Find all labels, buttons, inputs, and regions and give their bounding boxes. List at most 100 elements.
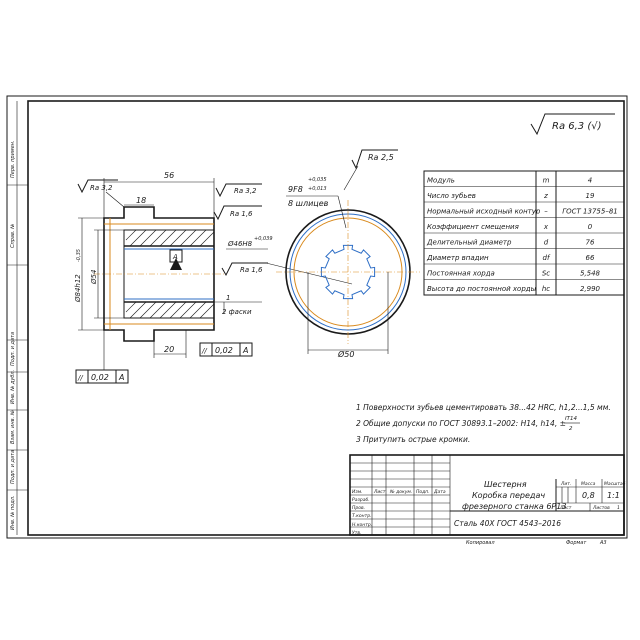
tf-right-datum: A: [242, 346, 248, 355]
tb-format: Формат: [566, 540, 587, 546]
hatch-top: [123, 229, 215, 247]
dim-outer-dia-tol: -0,35: [76, 249, 82, 262]
param-value: 76: [586, 239, 595, 247]
tolerance-frame-right: // 0,02 A: [199, 342, 253, 357]
param-value: 19: [586, 192, 595, 200]
tb-lit-head: Лит.: [560, 481, 571, 487]
tf-right-symbol: //: [201, 347, 207, 355]
param-name: Модуль: [427, 177, 455, 185]
tb-row-utv: Утв.: [352, 530, 361, 536]
outer-frame: [6, 95, 628, 539]
tb-mass: 0,8: [582, 491, 595, 500]
spline-dim: 9F8: [288, 185, 303, 194]
param-name: Высота до постоянной хорды: [427, 285, 537, 293]
tb-head-date: Дата: [433, 489, 446, 495]
spline-profile: [320, 244, 376, 300]
side-label-3: Подп. и дата: [10, 332, 16, 366]
param-symbol: –: [544, 208, 548, 216]
tb-mass-head: Масса: [581, 481, 596, 487]
param-value: ГОСТ 13755–81: [562, 208, 617, 216]
side-label-1: Перв. примен.: [10, 140, 16, 178]
dim-hub: 18: [136, 196, 146, 205]
tb-title-1: Шестерня: [484, 480, 527, 489]
param-name: Постоянная хорда: [427, 270, 495, 278]
side-strip: Перв. примен. Справ. № Подп. и дата Инв.…: [7, 101, 28, 535]
chamfer-size: 1: [226, 294, 230, 302]
note-fraction-num: IT14: [565, 416, 577, 422]
tb-material: Сталь 40Х ГОСТ 4543–2016: [454, 519, 561, 528]
tb-scale-head: Масштаб: [604, 481, 626, 487]
dim-end-diameter: Ø50: [337, 349, 354, 359]
side-label-7: Инв. № подл.: [10, 496, 16, 531]
spline-tol-upper: +0,035: [308, 177, 327, 183]
note-fraction-den: 2: [569, 426, 573, 432]
param-value: 2,990: [580, 285, 601, 293]
tb-title-3: фрезерного станка 6Р13: [462, 502, 566, 511]
roughness-top-right: Ra 1,6: [230, 210, 253, 218]
roughness-right-top: Ra 3,2: [234, 187, 257, 195]
tb-row-razrab: Разраб.: [352, 497, 370, 503]
hatch-bottom: [123, 301, 215, 319]
tb-head-list: Лист: [373, 489, 386, 495]
param-symbol: df: [543, 254, 551, 262]
side-label-5: Взам. инв. №: [10, 410, 16, 444]
roughness-bore: Ra 1,6: [240, 266, 263, 274]
tb-head-izm: Изм.: [352, 489, 363, 495]
param-name: Делительный диаметр: [426, 239, 512, 247]
tb-row-prov: Пров.: [352, 505, 365, 511]
param-symbol: x: [543, 223, 549, 231]
tb-copied: Копировал: [466, 540, 495, 546]
spline-tol-lower: +0,013: [308, 186, 327, 192]
param-value: 0: [588, 223, 593, 231]
side-label-4: Инв. № дубл.: [10, 370, 16, 404]
param-name: Коэффициент смещения: [427, 223, 519, 231]
dim-outer-dia: Ø84h12: [74, 274, 82, 303]
general-roughness-text: Ra 6,3 (√): [552, 121, 602, 132]
param-name: Нормальный исходный контур: [427, 208, 541, 216]
datum-triangle: [170, 258, 182, 270]
side-label-2: Справ. №: [10, 224, 16, 248]
side-label-6: Подп. и дата: [10, 450, 16, 484]
tb-row-tkontr: Т.контр.: [352, 513, 372, 519]
param-name: Число зубьев: [427, 192, 476, 200]
tb-sheets: Листов: [592, 505, 610, 511]
param-value: 66: [586, 254, 595, 262]
tb-row-nkontr: Н.контр.: [352, 522, 372, 528]
title-block: Изм. Лист № докум. Подп. Дата Разраб. Пр…: [349, 454, 626, 546]
general-roughness: Ra 6,3 (√): [530, 113, 615, 136]
note-1: 1 Поверхности зубьев цементировать 38...…: [356, 403, 611, 412]
tf-right-value: 0,02: [215, 346, 233, 355]
param-name: Диаметр впадин: [426, 254, 489, 262]
end-view: Ø50 9F8 +0,035 +0,013 8 шлицев Ra 2,5: [276, 149, 420, 359]
dim-groove: 20: [164, 345, 174, 354]
param-value: 5,548: [580, 270, 601, 278]
tb-head-sign: Подп.: [416, 489, 430, 495]
roughness-left-top: Ra 3,2: [90, 184, 113, 192]
chamfer-note: 2 фаски: [222, 308, 252, 316]
dim-bore: Ø46H8: [227, 240, 253, 248]
datum-box: [169, 249, 183, 263]
param-value: 4: [588, 177, 592, 185]
param-symbol: m: [543, 177, 550, 185]
tb-scale: 1:1: [607, 491, 620, 500]
tb-title-2: Коробка передач: [472, 491, 545, 500]
param-symbol: z: [543, 192, 548, 200]
notes: 1 Поверхности зубьев цементировать 38...…: [356, 403, 611, 444]
note-2: 2 Общие допуски по ГОСТ 30893.1–2002: Н1…: [356, 419, 566, 428]
inner-frame: [27, 100, 625, 536]
tolerance-frame-left: // 0,02 A: [75, 330, 129, 384]
tf-left-datum: A: [118, 373, 124, 382]
tf-left-symbol: //: [77, 374, 83, 382]
spline-count: 8 шлицев: [288, 199, 329, 208]
param-symbol: d: [544, 239, 549, 247]
tb-head-doc: № докум.: [389, 489, 412, 495]
tb-format-value: А3: [599, 540, 607, 546]
dim-length: 56: [164, 171, 174, 180]
param-symbol: Sc: [542, 270, 550, 278]
tb-sheet: Лист: [559, 505, 572, 511]
dim-bore-tol: +0,039: [254, 236, 273, 242]
datum-label: A: [172, 253, 178, 261]
dim-inner-dia: Ø54: [90, 270, 98, 285]
